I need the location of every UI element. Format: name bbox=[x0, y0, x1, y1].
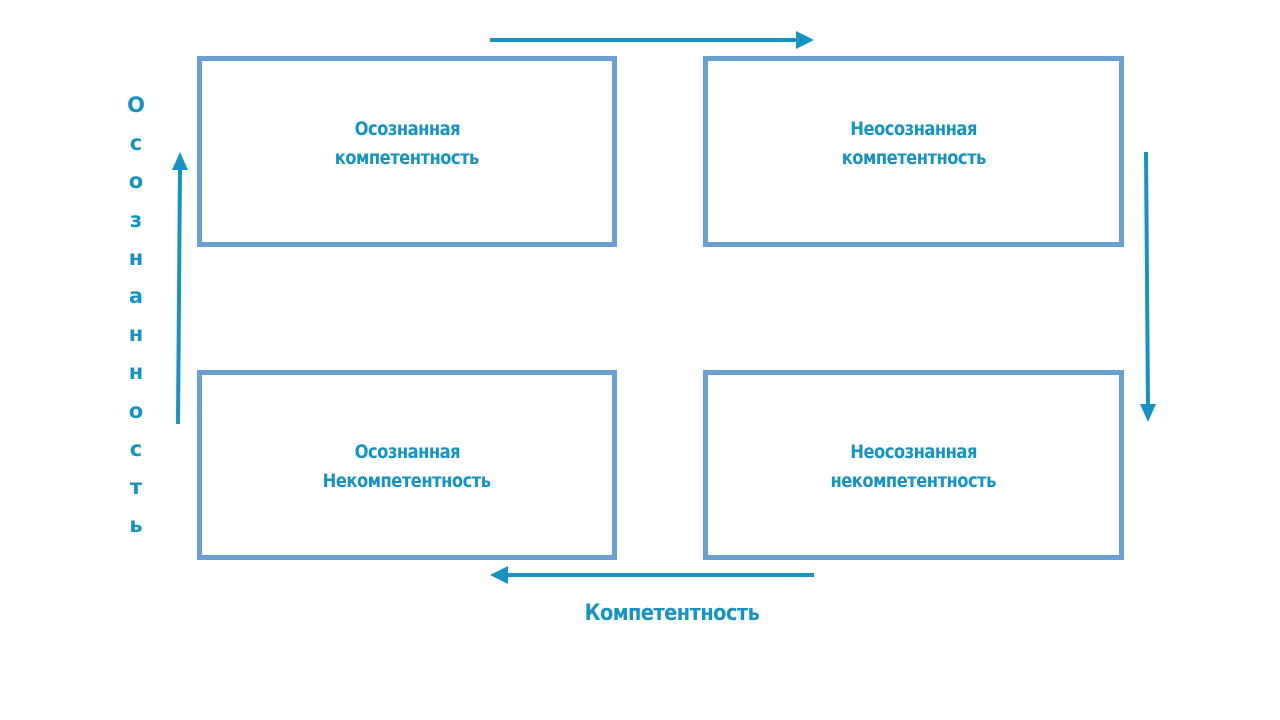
arrow-up-left bbox=[172, 152, 188, 425]
quadrant-title-line1: Осознанная bbox=[354, 117, 460, 140]
vertical-label-letter: н bbox=[128, 360, 144, 385]
quadrant-conscious-incompetence: Осознанная Некомпетентность bbox=[197, 370, 617, 560]
quadrant-title-line2: компетентность bbox=[841, 146, 986, 169]
vertical-label-letter: н bbox=[128, 245, 144, 270]
vertical-label-letter: О bbox=[127, 93, 145, 117]
vertical-label-letter: т bbox=[129, 474, 143, 499]
vertical-label-letter: с bbox=[129, 436, 143, 461]
axis-label-competence: Компетентность bbox=[584, 601, 760, 626]
arrow-left-bottom bbox=[490, 566, 814, 584]
quadrant-conscious-competence: Осознанная компетентность bbox=[197, 56, 617, 247]
arrow-right-top bbox=[490, 31, 814, 49]
quadrant-title-line1: Неосознанная bbox=[850, 117, 977, 140]
vertical-label-letter: о bbox=[128, 398, 144, 423]
vertical-label-letter: н bbox=[128, 322, 144, 347]
vertical-label-letter: ь bbox=[129, 513, 143, 538]
arrow-down-right bbox=[1140, 151, 1156, 422]
vertical-label-letter: о bbox=[128, 169, 144, 194]
quadrant-title-line2: некомпетентность bbox=[830, 470, 997, 492]
vertical-label-letter: а bbox=[128, 283, 144, 308]
quadrant-unconscious-incompetence: Неосознанная некомпетентность bbox=[703, 370, 1124, 560]
quadrant-unconscious-competence: Неосознанная компетентность bbox=[703, 56, 1124, 247]
quadrant-title-line1: Осознанная bbox=[354, 441, 460, 463]
vertical-label-letter: з bbox=[129, 207, 143, 232]
quadrant-title-line2: Некомпетентность bbox=[323, 470, 491, 492]
quadrant-title-line2: компетентность bbox=[334, 146, 480, 169]
vertical-label-letter: с bbox=[129, 131, 143, 156]
quadrant-title-line1: Неосознанная bbox=[850, 441, 977, 463]
